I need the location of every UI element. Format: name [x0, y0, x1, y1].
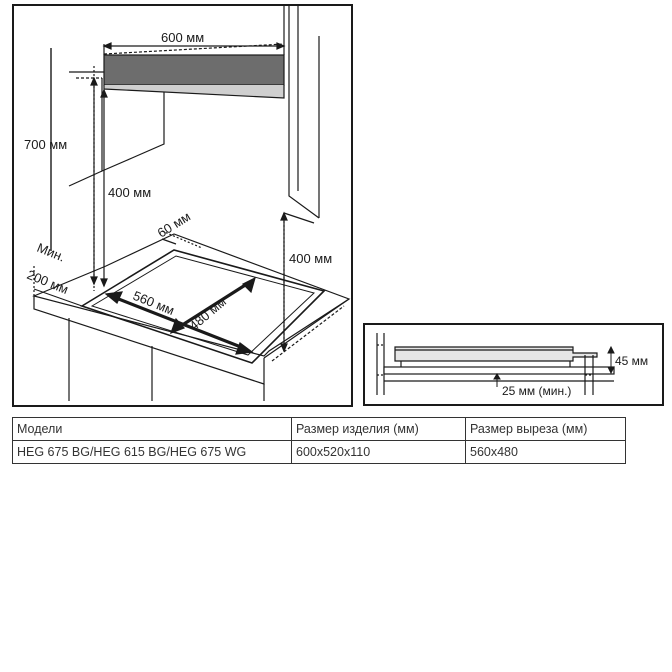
min-gap-label: 25 мм (мин.) [502, 384, 571, 398]
table-row: HEG 675 BG/HEG 615 BG/HEG 675 WG 600x520… [12, 440, 626, 464]
header-models: Модели [12, 417, 292, 441]
table-header-row: Модели Размер изделия (мм) Размер выреза… [12, 417, 626, 441]
front-min-label-line1: Мин. [35, 240, 67, 265]
header-cutout-size: Размер выреза (мм) [465, 417, 626, 441]
installation-diagram: 600 мм 700 мм 400 мм 400 мм 60 мм Мин. 2… [24, 6, 351, 401]
cell-cutout-size: 560x480 [465, 440, 626, 464]
cabinet-clearance-label: 400 мм [108, 185, 151, 200]
installation-diagram-panel: 600 мм 700 мм 400 мм 400 мм 60 мм Мин. 2… [12, 4, 353, 407]
side-clearance-label: 400 мм [289, 251, 332, 266]
section-diagram: 45 мм 25 мм (мин.) [376, 333, 648, 398]
width-label: 600 мм [161, 30, 204, 45]
height-label: 45 мм [615, 354, 648, 368]
height-above-label: 700 мм [24, 137, 67, 152]
header-product-size: Размер изделия (мм) [291, 417, 466, 441]
cell-product-size: 600x520x110 [291, 440, 466, 464]
cell-models: HEG 675 BG/HEG 615 BG/HEG 675 WG [12, 440, 292, 464]
spec-table: Модели Размер изделия (мм) Размер выреза… [12, 417, 626, 464]
section-diagram-panel: 45 мм 25 мм (мин.) [363, 323, 664, 406]
